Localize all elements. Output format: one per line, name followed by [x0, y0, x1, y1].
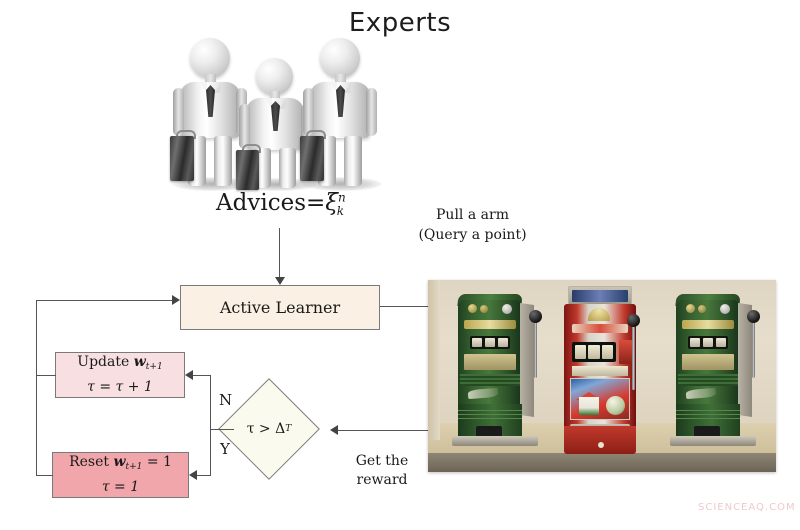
update-subscript: t+1: [145, 362, 163, 373]
connector-advices-to-learner: [279, 228, 281, 278]
arrowhead-right: [172, 295, 180, 305]
arrowhead-left: [185, 370, 193, 380]
reset-suffix: = 1: [142, 454, 172, 471]
expert-figure: [170, 38, 252, 191]
decision-subscript: T: [285, 424, 292, 434]
experts-illustration: [160, 28, 385, 191]
branch-label-no: N: [219, 391, 233, 409]
briefcase: [300, 136, 324, 181]
advices-label: Advices=ξnk: [180, 190, 380, 218]
reset-line1: Reset wt+1 = 1: [69, 453, 172, 477]
connector-rail-to-learner: [36, 300, 173, 302]
slot-lever-knob: [747, 310, 760, 323]
connector-branch-vertical: [210, 375, 212, 475]
branch-label-yes: Y: [220, 440, 230, 458]
arrowhead-down: [275, 277, 285, 285]
necktie: [336, 85, 345, 117]
slot-lever: [534, 320, 537, 378]
update-prefix: Update: [77, 354, 134, 371]
reset-subscript: t+1: [125, 462, 143, 473]
advices-symbol: ξ: [325, 190, 338, 216]
get-reward-line2: reward: [356, 472, 408, 488]
advices-superscript: n: [337, 190, 346, 205]
photo-floor: [428, 453, 776, 472]
connector-reset-to-rail: [36, 475, 53, 477]
reset-prefix: Reset: [69, 454, 114, 471]
watermark: SCIENCEAQ.COM: [698, 502, 796, 513]
decision-expression: τ > Δ: [246, 421, 286, 437]
connector-left-rail: [36, 300, 38, 476]
update-symbol: w: [133, 354, 146, 371]
node-update[interactable]: Update wt+1 τ = τ + 1: [55, 352, 185, 398]
arrowhead-left: [189, 470, 197, 480]
necktie: [271, 101, 280, 131]
connector-update-to-rail: [36, 375, 56, 377]
pull-arm-line2: (Query a point): [418, 227, 527, 243]
slot-lever-knob: [529, 310, 542, 323]
slot-lever-knob: [627, 314, 640, 327]
advices-prefix: Advices=: [216, 190, 326, 216]
briefcase: [236, 150, 259, 190]
slot-machine-green-right: [668, 286, 760, 448]
page-title: Experts: [348, 8, 452, 38]
reset-symbol: w: [113, 454, 126, 471]
arrowhead-left: [330, 425, 338, 435]
connector-learner-to-bandit: [380, 306, 436, 308]
slot-lever: [752, 320, 755, 378]
advices-subscript: k: [336, 204, 344, 219]
connector-decision-left-stub: [210, 429, 234, 431]
bandit-photo: [428, 280, 776, 472]
update-line1: Update wt+1: [77, 353, 162, 377]
briefcase: [170, 136, 194, 181]
get-reward-label: Get the reward: [332, 452, 432, 490]
necktie: [206, 85, 215, 117]
connector-branch-y: [196, 475, 211, 477]
update-line2: τ = τ + 1: [87, 378, 153, 395]
photo-left-post: [428, 280, 440, 440]
node-reset[interactable]: Reset wt+1 = 1 τ = 1: [52, 452, 189, 498]
slot-machine-red-center: [564, 284, 640, 456]
slot-lever: [632, 324, 635, 390]
slot-machine-green-left: [450, 286, 542, 448]
pull-arm-line1: Pull a arm: [436, 207, 509, 223]
active-learner-label: Active Learner: [219, 298, 341, 317]
connector-bandit-to-decision: [337, 430, 437, 432]
expert-figure: [300, 38, 382, 191]
slot-art-glass: [570, 378, 630, 420]
get-reward-line1: Get the: [355, 453, 409, 469]
node-active-learner[interactable]: Active Learner: [180, 285, 380, 330]
connector-branch-n: [192, 375, 211, 377]
reset-line2: τ = 1: [101, 478, 140, 495]
pull-arm-label: Pull a arm (Query a point): [390, 205, 555, 245]
